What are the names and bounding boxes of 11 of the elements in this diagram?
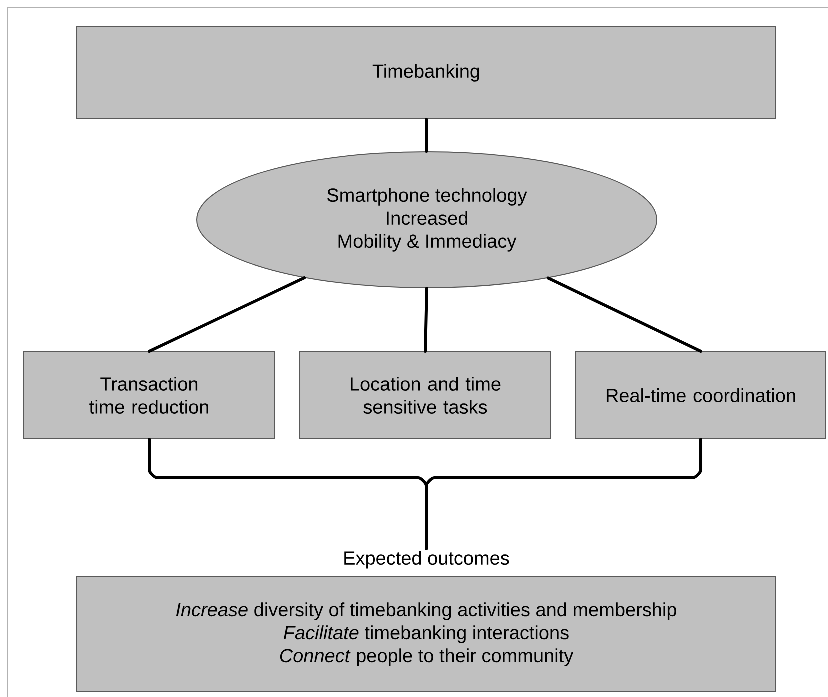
outcome-box: Expected outcomes Increase diversity of timebanking activities and membership Facilitate timebanking interactions Connect people to their community [76,551,776,692]
node-label: Expected outcomes [344,551,510,569]
connector-line [546,276,702,353]
brace-line [425,438,702,550]
connector-line [424,287,428,353]
connector-line [425,118,428,153]
process-box: Timebanking [76,26,776,120]
process-box: Location and time sensitive tasks [300,352,552,440]
process-box: Real-time coordination [576,352,826,440]
connector-line [148,276,306,353]
process-box: Transaction time reduction [24,352,276,440]
